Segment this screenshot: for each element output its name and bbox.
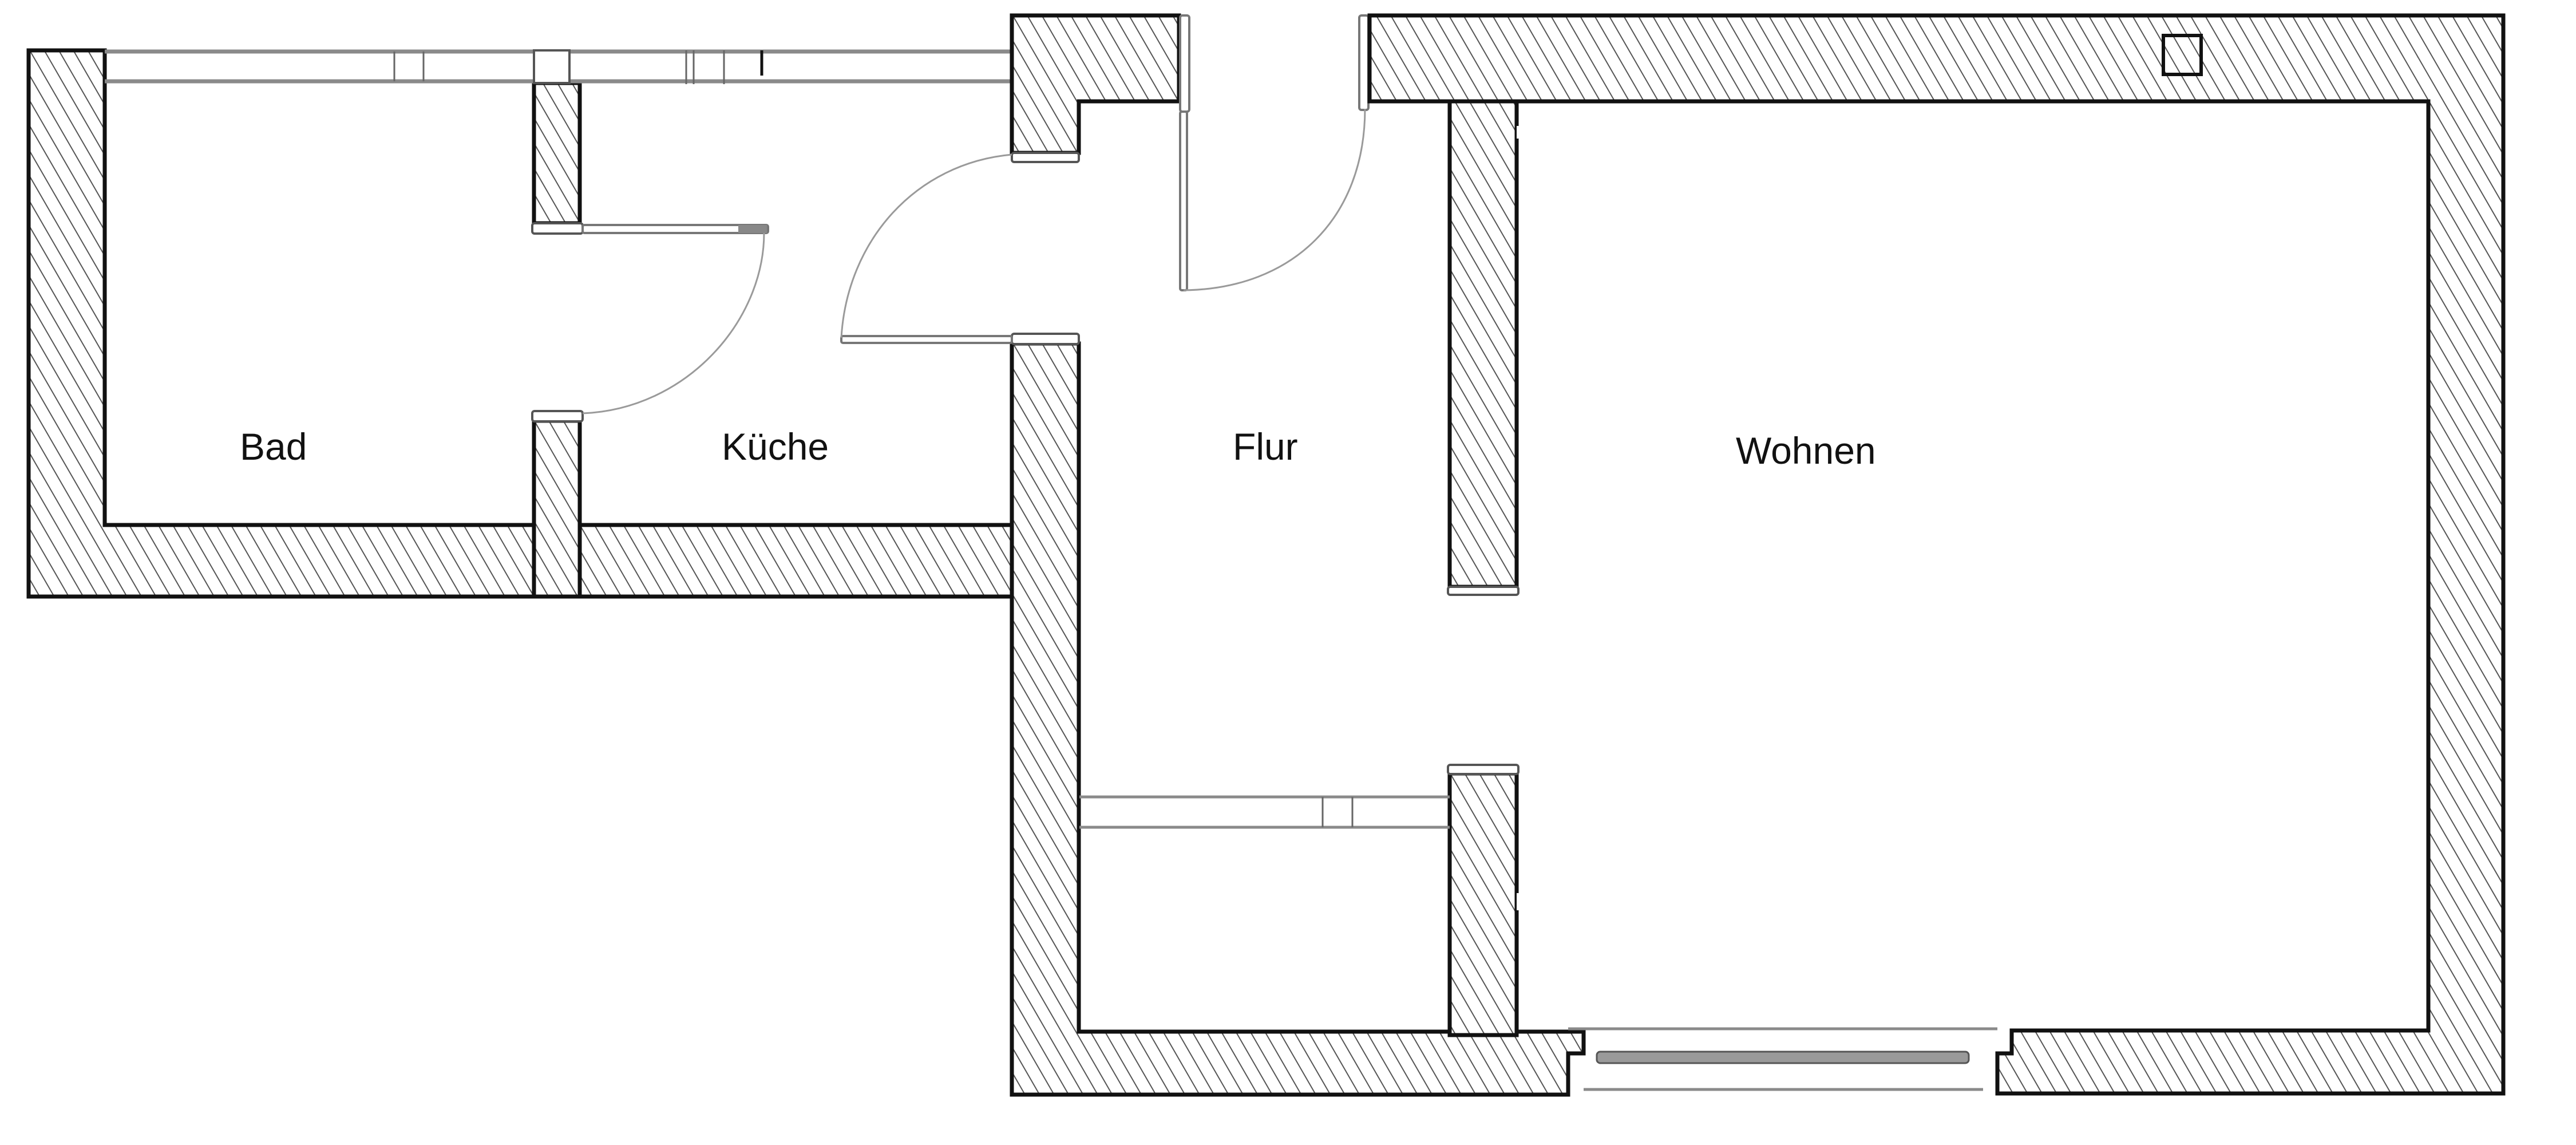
- bad-door: [581, 224, 769, 414]
- entrance-door-jamb-right: [1358, 14, 1370, 111]
- kueche-flur-wall-lower: [1010, 341, 1586, 1097]
- entrance-door-swing-arc: [1183, 108, 1366, 291]
- partition-lower: [1447, 771, 1519, 1037]
- bad-kueche-partition-lower: [532, 418, 582, 599]
- wohnen-walls: [1367, 13, 2506, 1096]
- flur-builtin-lines: [1079, 795, 1450, 829]
- room-label-flur: Flur: [1233, 425, 1298, 468]
- kueche-door-swing-arc: [840, 153, 1012, 338]
- shaft-icon: [2162, 34, 2203, 76]
- room-label-kueche: Küche: [722, 425, 829, 468]
- window-sill: [1596, 1051, 1970, 1064]
- door-frame-kueche-top: [1011, 152, 1080, 163]
- wohnen-outer-wall: [1367, 13, 2506, 1096]
- bad-door-swing-arc: [582, 232, 765, 414]
- door-frame-kueche-bottom: [1011, 333, 1080, 345]
- kueche-door: [840, 153, 1013, 344]
- bad-door-leaf: [581, 224, 769, 234]
- left-wing-walls: [26, 48, 1021, 599]
- entrance-door: [1179, 14, 1370, 291]
- entrance-door-jamb-left: [1179, 14, 1190, 113]
- window-bottom-wohnen: [1568, 1027, 1997, 1091]
- bad-kueche-partition-upper: [532, 81, 582, 226]
- wohnen-flur-partition: [1447, 99, 1525, 1037]
- room-label-wohnen: Wohnen: [1736, 429, 1876, 472]
- kueche-right-walls: [1010, 13, 1586, 1097]
- door-frame-bad-lower: [531, 410, 584, 423]
- bad-kueche-outer-wall: [26, 48, 1021, 599]
- kueche-flur-wall-top: [1010, 13, 1181, 155]
- door-frame-bad-upper: [531, 222, 584, 235]
- kueche-door-leaf: [840, 335, 1013, 344]
- entrance-door-leaf: [1179, 110, 1188, 291]
- window-strip-top-left: [105, 49, 1012, 84]
- partition-upper: [1447, 99, 1519, 589]
- room-label-bad: Bad: [240, 425, 307, 468]
